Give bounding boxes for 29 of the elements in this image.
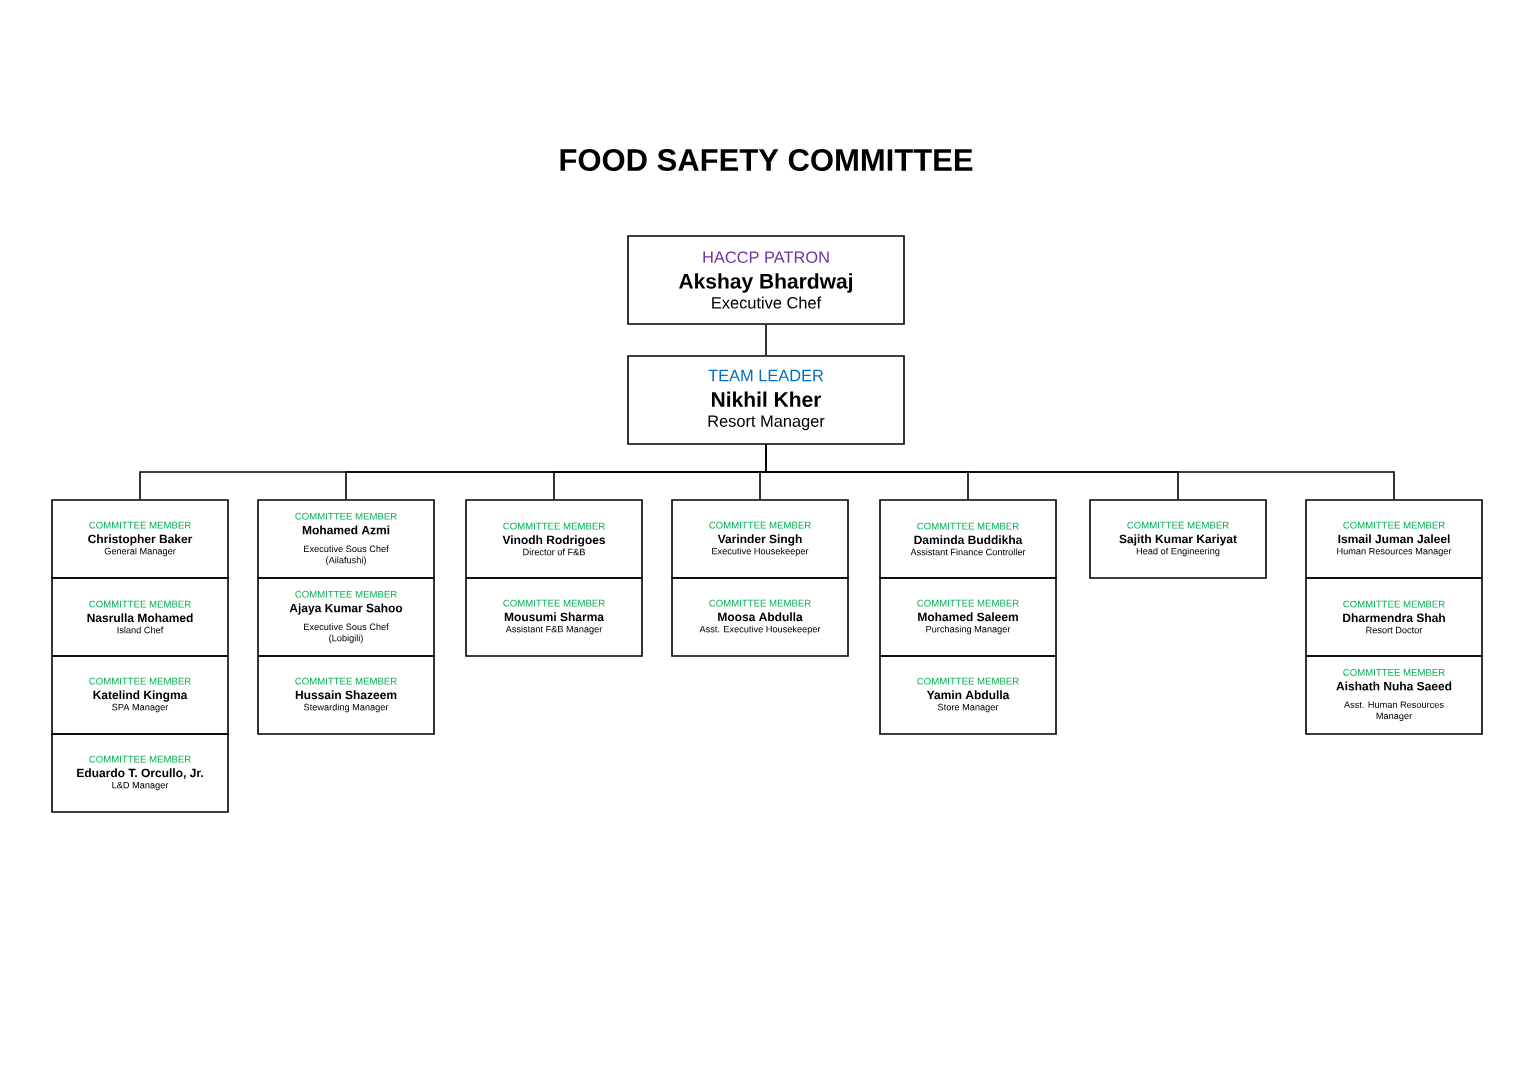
- position-box: [257, 577, 435, 657]
- position-box: [879, 577, 1057, 657]
- position-box: [627, 355, 905, 445]
- job-title: Executive Chef: [712, 296, 822, 309]
- position-box: [671, 499, 849, 579]
- position-box: [465, 577, 643, 657]
- position-box: [671, 577, 849, 657]
- position-box: [257, 499, 435, 579]
- position-box: [879, 499, 1057, 579]
- position-box: [465, 499, 643, 579]
- job-title: Resort Manager: [708, 415, 825, 431]
- position-box: [1305, 499, 1483, 579]
- position-box: [51, 733, 229, 813]
- position-box: [627, 235, 905, 325]
- role-heading: TEAM LEADER: [708, 369, 824, 382]
- connector-line: [765, 324, 767, 356]
- position-box: [257, 655, 435, 735]
- position-box: [51, 577, 229, 657]
- position-box: [51, 499, 229, 579]
- role-heading: HACCP PATRON: [703, 251, 829, 263]
- person-name: Akshay Bhardwaj: [679, 273, 853, 293]
- position-box: [51, 655, 229, 735]
- connector-line: [765, 444, 1395, 500]
- position-box: [1305, 655, 1483, 735]
- title: FOOD SAFETY COMMITTEE: [560, 149, 973, 171]
- position-box: [1089, 499, 1267, 579]
- person-name: Nikhil Kher: [712, 391, 822, 407]
- position-box: [1305, 577, 1483, 657]
- position-box: [879, 655, 1057, 735]
